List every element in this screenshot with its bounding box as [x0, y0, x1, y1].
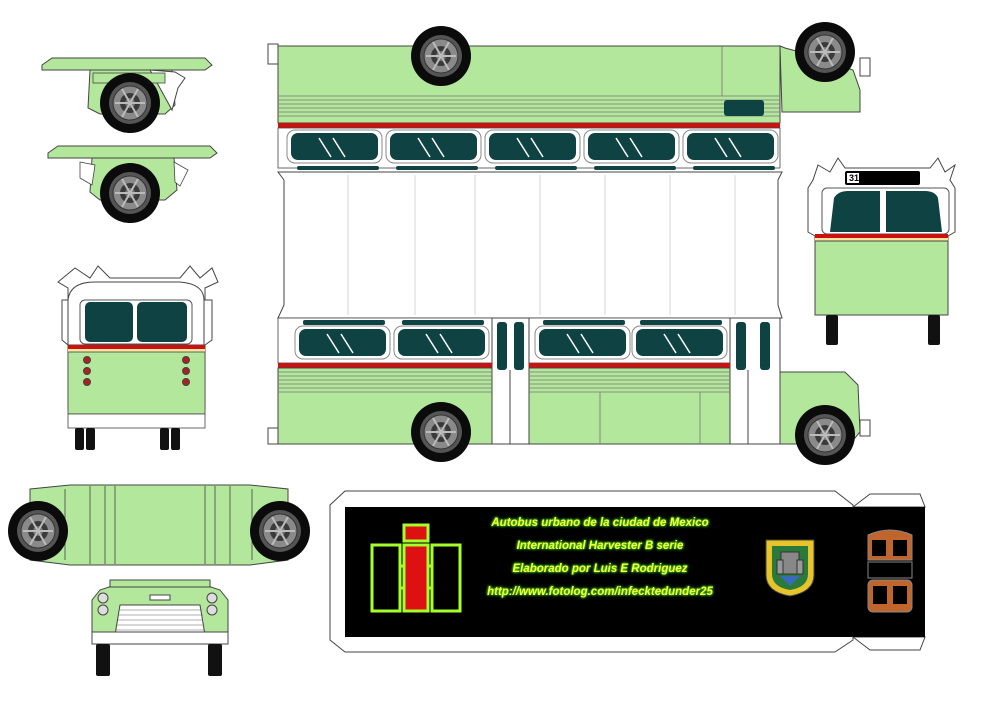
hood-top-piece	[7, 484, 311, 566]
credit-line-title: Autobus urbano de la ciudad de Mexico	[491, 517, 709, 529]
credit-line-author: Elaborado por Luis E Rodriguez	[512, 563, 688, 575]
credit-line-model: International Harvester B serie	[516, 540, 684, 552]
author-emblem-icon	[867, 529, 913, 613]
credits-block: Autobus urbano de la ciudad de Mexico In…	[440, 512, 760, 604]
grille-piece	[91, 579, 229, 676]
rear-view-piece	[57, 265, 219, 450]
front-view-piece: 31	[807, 157, 956, 345]
mexico-city-coat-of-arms-icon	[765, 539, 815, 597]
credit-line-url: http://www.fotolog.com/infecktedunder25	[487, 586, 713, 598]
international-harvester-logo-icon	[370, 523, 462, 613]
main-body-piece	[267, 21, 871, 466]
fender-piece-top	[41, 57, 213, 134]
fender-piece-bottom	[47, 145, 218, 224]
route-number: 31	[849, 173, 859, 183]
